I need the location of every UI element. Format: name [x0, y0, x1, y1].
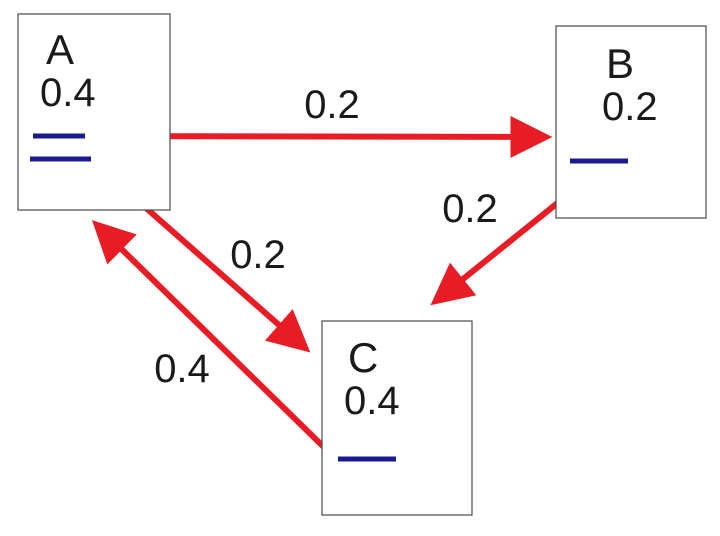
node-a-label: A [46, 26, 74, 73]
edge-b-to-c-weight: 0.2 [442, 187, 498, 231]
node-a-value: 0.4 [40, 71, 96, 115]
node-c: C 0.4 [321, 320, 473, 516]
edge-c-to-a-arrow [91, 220, 339, 462]
node-a-box [17, 13, 171, 211]
edge-c-to-a: 0.4 [91, 220, 339, 462]
node-b-box [555, 25, 707, 219]
node-c-box [321, 320, 473, 516]
edge-c-to-a-weight: 0.4 [154, 347, 210, 391]
node-b-label: B [606, 40, 634, 87]
node-b: B 0.2 [555, 25, 707, 219]
node-a: A 0.4 [17, 13, 171, 211]
node-c-value: 0.4 [344, 379, 400, 423]
edge-a-to-c-weight: 0.2 [230, 233, 286, 277]
node-c-label: C [348, 334, 378, 381]
node-b-value: 0.2 [602, 85, 658, 129]
edge-a-to-b-weight: 0.2 [304, 83, 360, 127]
